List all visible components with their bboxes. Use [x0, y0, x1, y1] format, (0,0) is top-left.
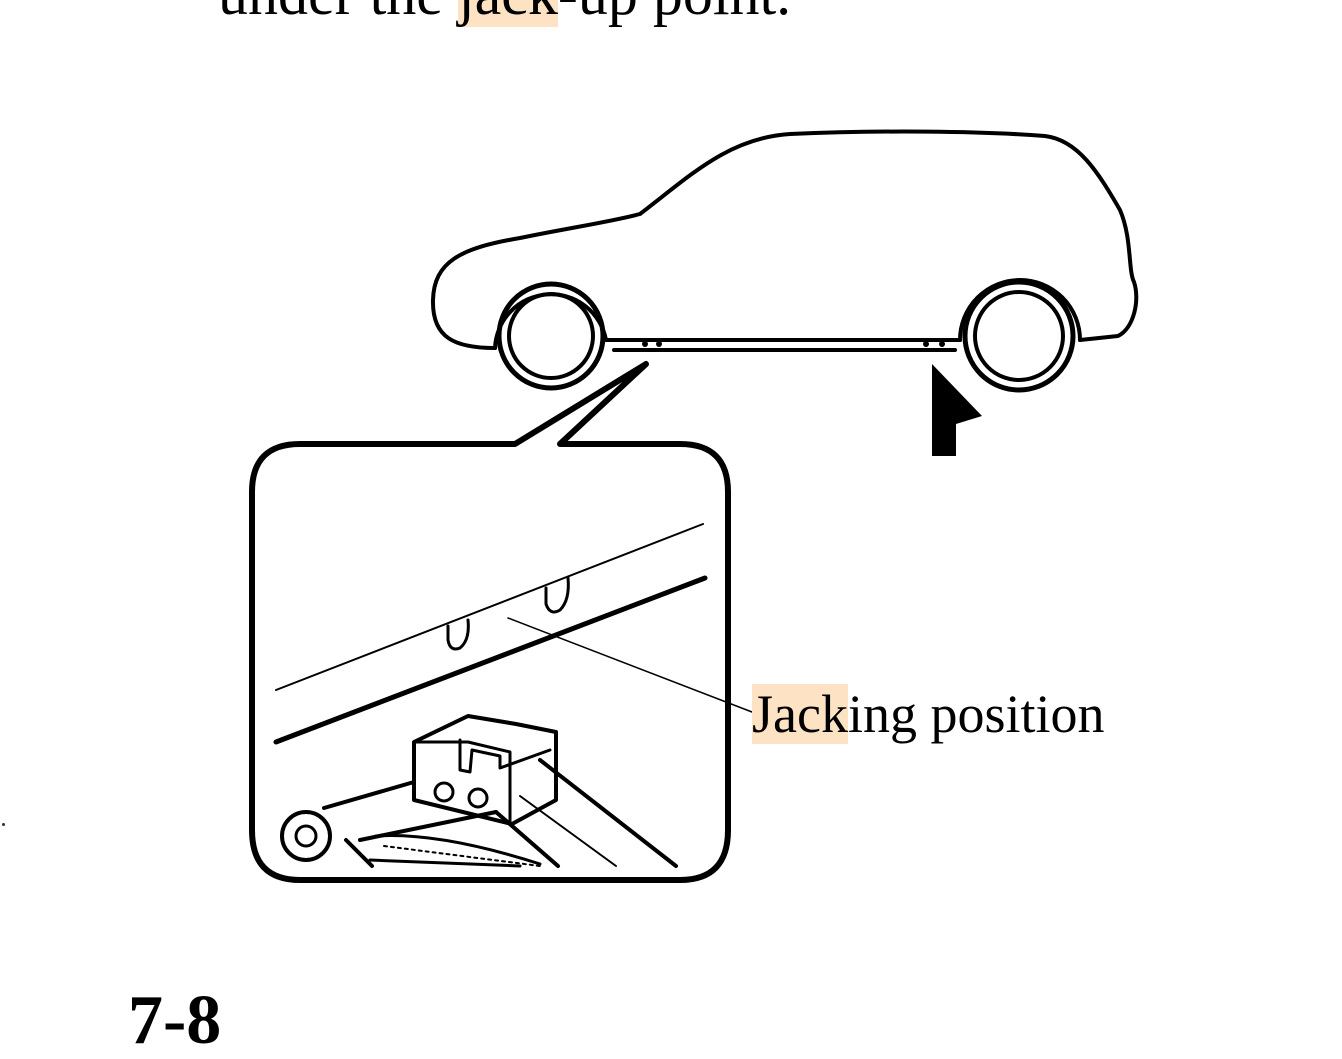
margin-dot	[2, 823, 5, 826]
scissor-jack-icon	[280, 714, 678, 868]
jacking-position-label: Jacking position	[752, 682, 1104, 746]
instruction-text: under the jack-up point.	[218, 0, 791, 27]
car-silhouette-icon	[430, 129, 1139, 393]
instruction-text-before: under the	[218, 0, 458, 27]
jacking-illustration	[249, 129, 1139, 883]
jacking-position-label-rest: ing position	[847, 684, 1105, 744]
jack-detail-callout-icon	[249, 361, 753, 883]
search-highlight: Jack	[752, 684, 848, 744]
jack-point-arrow-icon	[932, 364, 982, 456]
search-highlight: jack	[457, 0, 558, 27]
page-number: 7-8	[128, 982, 222, 1059]
instruction-text-after: -up point.	[558, 0, 791, 27]
